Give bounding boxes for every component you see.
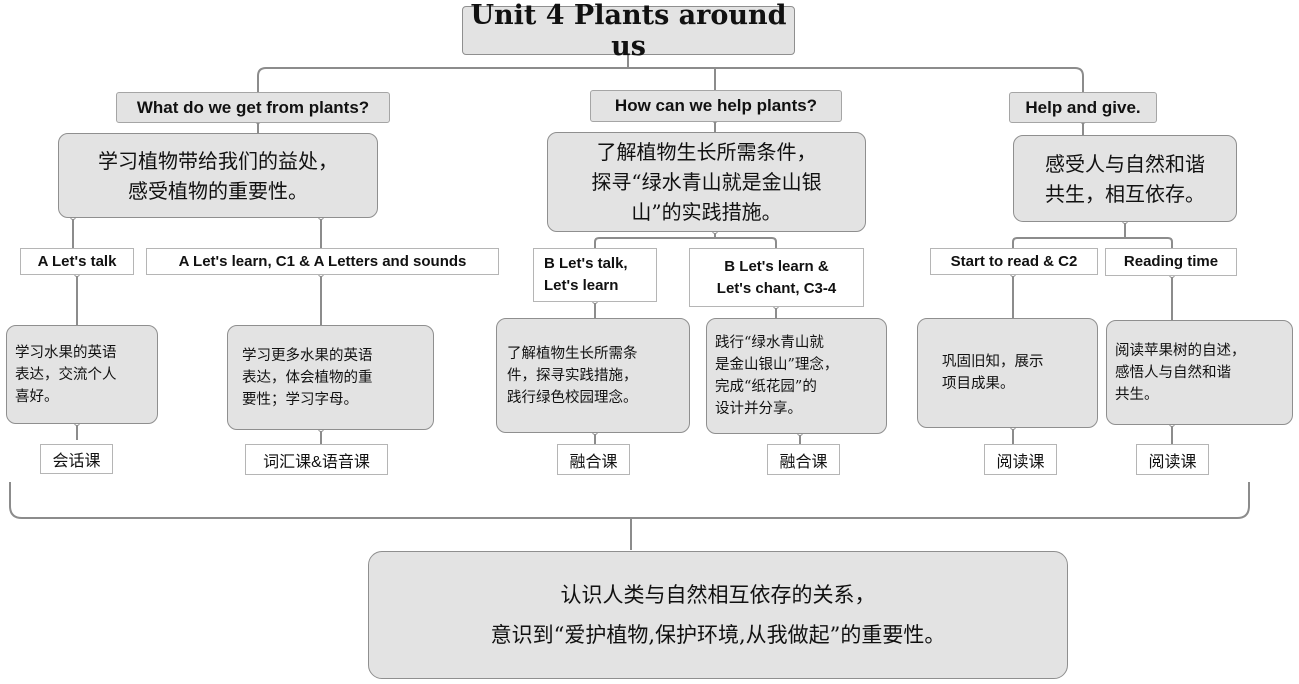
lesson-description: 了解植物生长所需条 件，探寻实践措施， 践行绿色校园理念。 <box>496 318 690 433</box>
lesson-description: 学习水果的英语 表达，交流个人 喜好。 <box>6 325 158 424</box>
lesson-description: 巩固旧知，展示 项目成果。 <box>917 318 1098 428</box>
lesson-type-badge: 融合课 <box>767 444 840 475</box>
section-heading-help-and-give: Help and give. <box>1009 92 1157 123</box>
lesson-type-badge: 融合课 <box>557 444 630 475</box>
lesson-b-lets-learn-lets-chant-c3-4: B Let's learn & Let's chant, C3-4 <box>689 248 864 307</box>
unit-summary: 认识人类与自然相互依存的关系， 意识到“爱护植物,保护环境,从我做起”的重要性。 <box>368 551 1068 679</box>
lesson-start-to-read-c2: Start to read & C2 <box>930 248 1098 275</box>
section-goal-help-and-give: 感受人与自然和谐 共生，相互依存。 <box>1013 135 1237 222</box>
lesson-b-lets-talk-lets-learn: B Let's talk, Let's learn <box>533 248 657 302</box>
lesson-description: 阅读苹果树的自述， 感悟人与自然和谐 共生。 <box>1106 320 1293 425</box>
lesson-type-badge: 会话课 <box>40 444 113 474</box>
lesson-type-badge: 阅读课 <box>1136 444 1209 475</box>
section-goal-get-from-plants: 学习植物带给我们的益处， 感受植物的重要性。 <box>58 133 378 218</box>
lesson-type-badge: 阅读课 <box>984 444 1057 475</box>
lesson-type-badge: 词汇课&语音课 <box>245 444 388 475</box>
lesson-description: 践行“绿水青山就 是金山银山”理念， 完成“纸花园”的 设计并分享。 <box>706 318 887 434</box>
lesson-a-lets-learn-c1-letters-sounds: A Let's learn, C1 & A Letters and sounds <box>146 248 499 275</box>
unit-title: Unit 4 Plants around us <box>462 0 795 62</box>
lesson-reading-time: Reading time <box>1105 248 1237 276</box>
lesson-a-lets-talk: A Let's talk <box>20 248 134 275</box>
section-goal-help-plants: 了解植物生长所需条件， 探寻“绿水青山就是金山银 山”的实践措施。 <box>547 132 866 232</box>
section-heading-get-from-plants: What do we get from plants? <box>116 92 390 123</box>
lesson-description: 学习更多水果的英语 表达，体会植物的重 要性；学习字母。 <box>227 325 434 430</box>
section-heading-help-plants: How can we help plants? <box>590 90 842 122</box>
